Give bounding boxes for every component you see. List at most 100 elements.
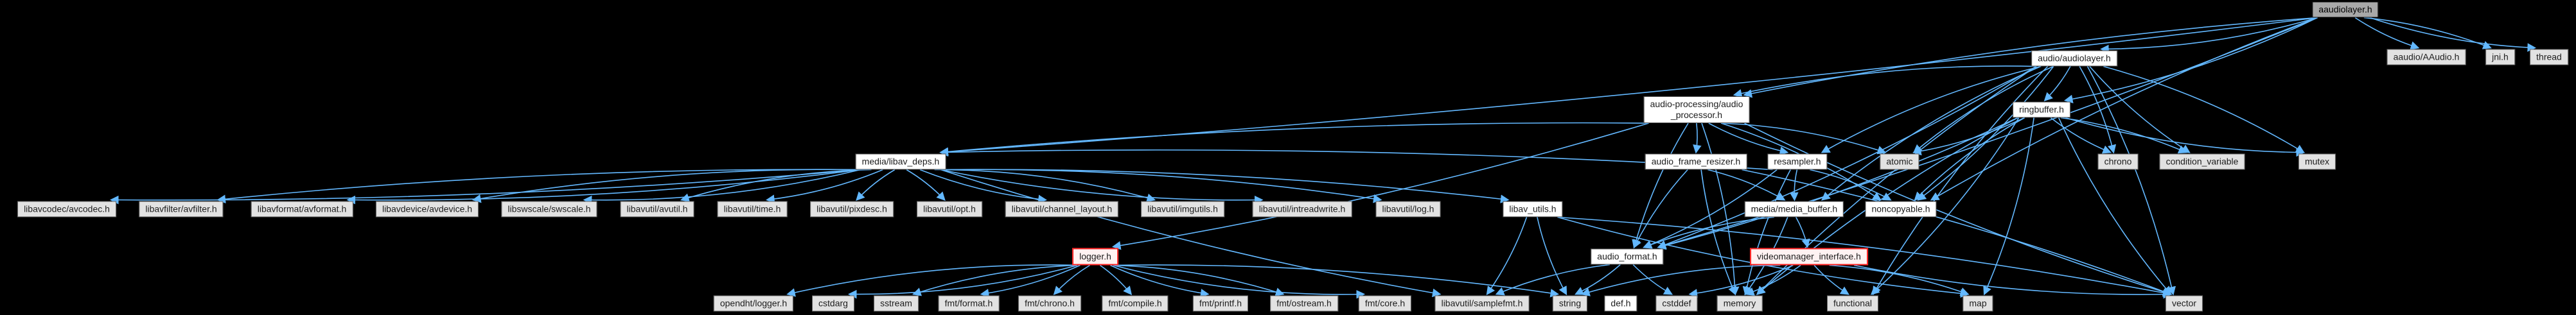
edge-resampler_h-to-media_media_buffer_h <box>1790 169 1799 201</box>
edge-audio_processor_h-to-vector <box>1744 123 2172 296</box>
edge-ringbuffer_h-to-mutex <box>2065 117 2306 157</box>
graph-node-aaudio_AAudio_h: aaudio/AAudio.h <box>2386 49 2466 65</box>
edge-media_media_buffer_h-to-videomanager_interface_h <box>1795 217 1810 248</box>
graph-node-libavutil_pixdesc_h: libavutil/pixdesc.h <box>810 201 894 217</box>
edge-logger_h-to-fmt_compile_h <box>1099 264 1133 296</box>
graph-node-fmt_core_h: fmt/core.h <box>1358 295 1412 312</box>
graph-node-libavutil_imgutils_h: libavutil/imgutils.h <box>1141 201 1224 217</box>
graph-node-libavcodec_avcodec_h: libavcodec/avcodec.h <box>17 201 116 217</box>
edge-audio_audiolayer_h-to-functional <box>1872 65 2049 296</box>
graph-node-resampler_h[interactable]: resampler.h <box>1767 153 1828 170</box>
edge-ringbuffer_h-to-audio_format_h <box>1657 117 2018 250</box>
edge-audio_format_h-to-cstddef <box>1632 264 1673 295</box>
graph-node-sstream: sstream <box>874 295 919 312</box>
edge-logger_h-to-string <box>1113 264 1560 298</box>
edge-audio_audiolayer_h-to-mutex <box>2103 65 2305 153</box>
edge-aaudiolayer_h-to-aaudio_AAudio_h <box>2354 17 2420 50</box>
graph-node-logger_h[interactable]: logger.h <box>1072 248 1118 266</box>
graph-node-audio_audiolayer_h[interactable]: audio/audiolayer.h <box>2031 50 2117 67</box>
edge-media_libav_deps_h-to-libavutil_time_h <box>766 169 883 203</box>
edge-aaudiolayer_h-to-audio_format_h <box>1657 17 2318 250</box>
edge-logger_h-to-sstream <box>912 264 1078 296</box>
edge-media_libav_deps_h-to-libavutil_pixdesc_h <box>856 169 895 201</box>
edge-media_libav_deps_h-to-libavutil_opt_h <box>906 169 946 201</box>
graph-node-audio_frame_resizer_h[interactable]: audio_frame_resizer.h <box>1645 153 1747 170</box>
graph-node-functional: functional <box>1827 295 1878 312</box>
edge-aaudiolayer_h-to-thread <box>2369 17 2537 52</box>
edge-resampler_h-to-audio_format_h <box>1643 169 1778 249</box>
edge-media_libav_deps_h-to-libavformat_avformat_h <box>346 169 861 205</box>
edge-ringbuffer_h-to-chrono <box>2050 117 2112 154</box>
graph-node-jni_h: jni.h <box>2485 49 2515 65</box>
graph-node-cstdarg: cstdarg <box>812 295 854 312</box>
graph-node-libavutil_samplefmt_h: libavutil/samplefmt.h <box>1434 295 1530 312</box>
graph-node-libavutil_opt_h: libavutil/opt.h <box>917 201 982 217</box>
graph-node-libavutil_intreadwrite_h: libavutil/intreadwrite.h <box>1252 201 1352 217</box>
edge-media_media_buffer_h-to-audio_format_h <box>1643 216 1774 249</box>
edge-resampler_h-to-memory <box>1742 169 1791 296</box>
graph-node-fmt_format_h: fmt/format.h <box>938 295 1000 312</box>
graph-node-def_h[interactable]: def.h <box>1604 295 1637 312</box>
edge-videomanager_interface_h-to-map <box>1829 264 1970 296</box>
edge-media_libav_deps_h-to-libavfilter_avfilter_h <box>216 169 861 204</box>
edge-logger_h-to-cstdarg <box>847 264 1078 299</box>
graph-node-libavformat_avformat_h: libavformat/avformat.h <box>251 201 353 217</box>
edge-libav_utils_h-to-libavutil_samplefmt_h <box>1486 217 1528 296</box>
edge-audio_processor_h-to-media_libav_deps_h <box>939 122 1649 157</box>
edge-ringbuffer_h-to-atomic <box>1912 117 2025 156</box>
graph-node-fmt_chrono_h: fmt/chrono.h <box>1018 295 1081 312</box>
edge-media_libav_deps_h-to-libavutil_avutil_h <box>680 169 872 202</box>
edge-audio_processor_h-to-logger_h <box>1111 123 1649 250</box>
graph-node-memory: memory <box>1716 295 1763 312</box>
graph-node-videomanager_interface_h[interactable]: videomanager_interface.h <box>1750 248 1868 266</box>
edge-aaudiolayer_h-to-media_libav_deps_h <box>939 17 2318 157</box>
graph-node-libavutil_time_h: libavutil/time.h <box>717 201 788 217</box>
graph-node-audio_format_h[interactable]: audio_format.h <box>1591 248 1664 265</box>
edge-logger_h-to-opendht_logger_h <box>786 264 1078 297</box>
graph-node-atomic: atomic <box>1880 153 1919 170</box>
edge-ringbuffer_h-to-vector <box>2058 117 2172 296</box>
edge-audio_processor_h-to-audio_frame_resizer_h <box>1693 123 1702 154</box>
edge-audio_audiolayer_h-to-audio_format_h <box>1657 65 2037 249</box>
edge-videomanager_interface_h-to-cstddef <box>1688 264 1794 298</box>
edge-media_libav_deps_h-to-libavutil_samplefmt_h <box>940 169 1442 298</box>
graph-node-libavutil_avutil_h: libavutil/avutil.h <box>620 201 694 217</box>
edge-audio_audiolayer_h-to-audio_processor_h <box>1733 65 2037 98</box>
graph-node-fmt_compile_h: fmt/compile.h <box>1102 295 1169 312</box>
graph-node-fmt_printf_h: fmt/printf.h <box>1192 295 1249 312</box>
graph-node-noncopyable_h[interactable]: noncopyable.h <box>1865 201 1937 217</box>
edge-ringbuffer_h-to-map <box>1983 117 2034 296</box>
graph-node-thread: thread <box>2530 49 2568 65</box>
edge-media_libav_deps_h-to-libswscale_swscale_h <box>583 169 861 205</box>
graph-node-libavutil_log_h: libavutil/log.h <box>1375 201 1441 217</box>
graph-node-audio_processor_h[interactable]: audio-processing/audio _processor.h <box>1643 96 1750 123</box>
edge-audio_processor_h-to-atomic <box>1720 123 1887 155</box>
graph-node-media_media_buffer_h[interactable]: media/media_buffer.h <box>1744 201 1844 217</box>
edge-audio_format_h-to-libavutil_samplefmt_h <box>1495 264 1610 296</box>
edge-media_libav_deps_h-to-libavutil_intreadwrite_h <box>940 169 1264 205</box>
graph-node-vector: vector <box>2165 295 2203 312</box>
graph-node-string: string <box>1552 295 1588 312</box>
graph-node-libav_utils_h[interactable]: libav_utils.h <box>1503 201 1563 217</box>
edge-logger_h-to-fmt_ostream_h <box>1113 264 1285 296</box>
edge-videomanager_interface_h-to-vector <box>1853 264 2173 299</box>
edge-aaudiolayer_h-to-audio_audiolayer_h <box>2100 17 2318 54</box>
graph-node-ringbuffer_h[interactable]: ringbuffer.h <box>2013 101 2070 118</box>
graph-node-opendht_logger_h: opendht/logger.h <box>713 295 794 312</box>
graph-node-aaudiolayer_h: aaudiolayer.h <box>2312 1 2379 18</box>
edge-videomanager_interface_h-to-memory <box>1745 264 1801 296</box>
edge-logger_h-to-fmt_printf_h <box>1110 264 1210 298</box>
graph-node-media_libav_deps_h[interactable]: media/libav_deps.h <box>855 153 946 170</box>
edge-media_libav_deps_h-to-libav_utils_h <box>940 169 1510 203</box>
edge-aaudiolayer_h-to-noncopyable_h <box>1930 17 2318 201</box>
edge-media_libav_deps_h-to-libavdevice_avdevice_h <box>472 169 861 203</box>
edge-libav_utils_h-to-string <box>1537 217 1567 296</box>
edge-videomanager_interface_h-to-string <box>1581 264 1781 296</box>
edge-logger_h-to-fmt_format_h <box>980 264 1081 298</box>
edge-audio_format_h-to-string <box>1575 264 1621 295</box>
graph-node-chrono: chrono <box>2097 153 2139 170</box>
edge-ringbuffer_h-to-condition_variable <box>2060 117 2187 154</box>
edge-logger_h-to-fmt_core_h <box>1113 264 1366 299</box>
